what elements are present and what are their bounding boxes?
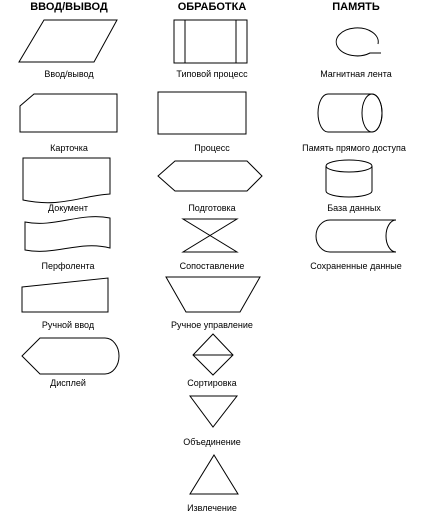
- column-header-io: ВВОД/ВЫВОД: [30, 1, 108, 13]
- label-merge: Объединение: [183, 437, 241, 447]
- label-predefined-process: Типовой процесс: [176, 69, 248, 79]
- database-shape: [325, 166, 373, 198]
- label-document: Документ: [48, 203, 88, 213]
- label-direct-access-storage: Память прямого доступа: [302, 143, 406, 153]
- label-collate: Сопоставление: [179, 261, 245, 271]
- label-manual-input: Ручной ввод: [41, 320, 95, 330]
- label-magnetic-tape: Магнитная лента: [320, 69, 392, 79]
- label-manual-operation: Ручное управление: [171, 320, 253, 330]
- sort-shape: [192, 333, 234, 376]
- io-parallelogram-shape: [18, 19, 118, 63]
- label-stored-data: Сохраненные данные: [310, 261, 402, 271]
- column-header-processing: ОБРАБОТКА: [177, 1, 247, 13]
- label-display: Дисплей: [50, 378, 86, 388]
- label-card: Карточка: [50, 143, 88, 153]
- label-extract: Извлечение: [187, 503, 237, 513]
- extract-shape: [189, 454, 239, 495]
- manual-input-shape: [21, 277, 109, 313]
- stored-data-shape: [315, 219, 397, 253]
- merge-shape: [189, 395, 239, 428]
- manual-operation-shape: [165, 276, 261, 313]
- display-shape: [21, 337, 120, 375]
- magnetic-tape-shape: [335, 27, 381, 57]
- process-shape: [157, 91, 247, 135]
- preparation-shape: [157, 160, 263, 192]
- label-sort: Сортировка: [187, 378, 237, 388]
- predefined-process-shape: [173, 19, 248, 64]
- card-shape: [19, 93, 118, 133]
- label-database: База данных: [327, 203, 381, 213]
- punched-tape-shape: [24, 216, 111, 252]
- collate-shape: [181, 218, 239, 253]
- label-preparation: Подготовка: [188, 203, 236, 213]
- label-process: Процесс: [194, 143, 230, 153]
- label-io: Ввод/вывод: [44, 69, 94, 79]
- column-header-memory: ПАМЯТЬ: [332, 1, 380, 13]
- document-shape: [22, 157, 111, 204]
- label-punched-tape: Перфолента: [41, 261, 95, 271]
- direct-access-storage-shape: [317, 93, 383, 133]
